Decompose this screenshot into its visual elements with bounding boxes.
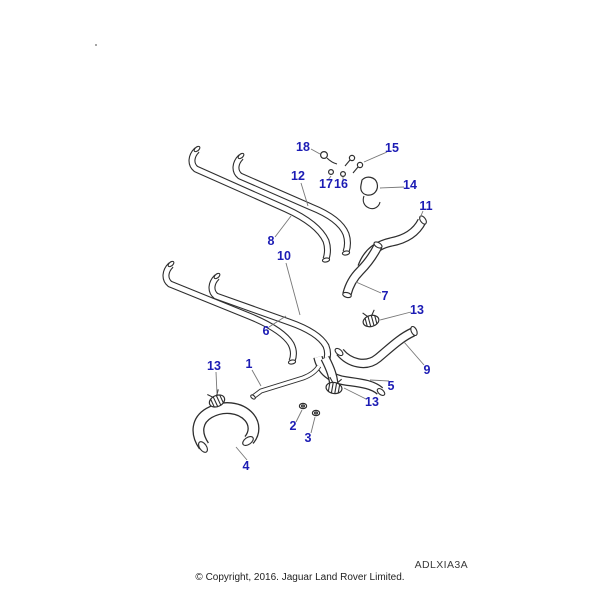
callout-13-middle: 13 xyxy=(365,395,379,409)
callout-5: 5 xyxy=(388,379,395,393)
hose-7 xyxy=(342,241,383,299)
callout-6: 6 xyxy=(263,324,270,338)
bolt-17 xyxy=(328,169,335,176)
clamp-13-right xyxy=(360,308,381,329)
small-parts-top xyxy=(320,151,381,210)
callout-11: 11 xyxy=(419,199,432,213)
pipe-assembly-8-12 xyxy=(188,145,351,263)
clip-18 xyxy=(320,151,338,165)
callout-10: 10 xyxy=(277,249,291,263)
hose-4 xyxy=(192,402,260,453)
callout-labels: 18 15 12 17 16 14 11 8 10 7 13 6 9 5 13 … xyxy=(207,140,433,473)
callout-16: 16 xyxy=(334,177,348,191)
callout-13-left: 13 xyxy=(207,359,221,373)
callout-4: 4 xyxy=(243,459,250,473)
callout-13-right: 13 xyxy=(410,303,424,317)
pipe-assembly-6-10 xyxy=(162,260,331,366)
hose-9 xyxy=(334,325,418,369)
bolt-16 xyxy=(340,171,347,178)
stray-dot xyxy=(95,44,97,46)
copyright-text: © Copyright, 2016. Jaguar Land Rover Lim… xyxy=(195,572,405,583)
callout-17: 17 xyxy=(319,177,333,191)
callout-3: 3 xyxy=(305,431,312,445)
callout-9: 9 xyxy=(424,363,431,377)
callout-14: 14 xyxy=(403,178,417,192)
callout-7: 7 xyxy=(382,289,389,303)
leader-lines xyxy=(215,148,425,461)
callout-8: 8 xyxy=(268,234,275,248)
pipe-1 xyxy=(250,364,322,400)
washer-3 xyxy=(311,409,321,417)
callout-15: 15 xyxy=(385,141,399,155)
bracket-14 xyxy=(360,176,381,210)
callout-12: 12 xyxy=(291,169,305,183)
hose-5 xyxy=(313,355,386,396)
callout-18: 18 xyxy=(296,140,310,154)
callout-2: 2 xyxy=(290,419,297,433)
washer-2 xyxy=(298,402,308,410)
diagram-code: ADLXIA3A xyxy=(414,559,468,571)
screws-15 xyxy=(344,154,364,174)
callout-1: 1 xyxy=(246,357,253,371)
